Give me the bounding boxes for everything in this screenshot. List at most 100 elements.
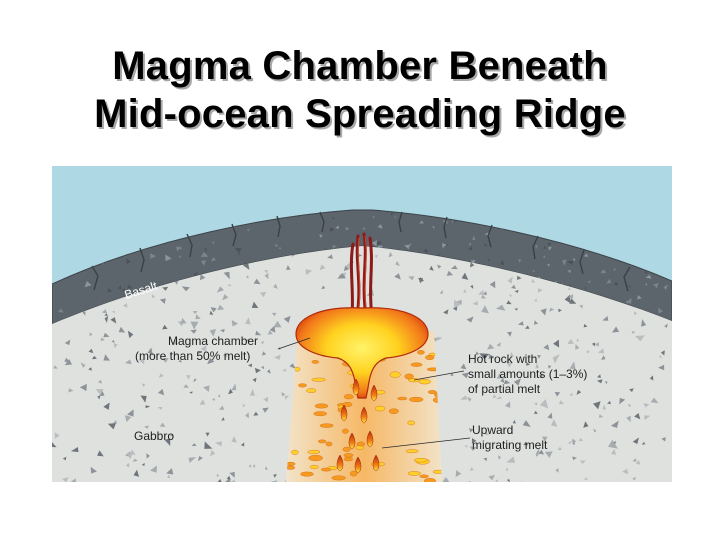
texture-fleck bbox=[221, 417, 225, 421]
texture-fleck bbox=[506, 300, 512, 305]
texture-fleck bbox=[218, 393, 221, 398]
texture-fleck bbox=[229, 471, 235, 478]
texture-fleck bbox=[162, 358, 169, 363]
leader-lines bbox=[277, 337, 471, 449]
partial-melt-blob bbox=[308, 454, 323, 462]
partial-melt-blob bbox=[404, 373, 414, 380]
label-gabbro: Gabbro bbox=[134, 429, 174, 443]
partial-melt-blob bbox=[343, 394, 354, 400]
partial-melt-blob bbox=[374, 405, 386, 412]
texture-fleck bbox=[261, 365, 264, 370]
texture-fleck bbox=[327, 254, 333, 259]
texture-fleck bbox=[514, 289, 519, 293]
texture-fleck bbox=[441, 243, 447, 249]
texture-fleck bbox=[345, 226, 350, 231]
texture-fleck bbox=[475, 351, 480, 356]
texture-fleck bbox=[466, 316, 474, 323]
texture-fleck bbox=[572, 456, 577, 461]
texture-fleck bbox=[598, 414, 604, 418]
texture-fleck bbox=[429, 265, 434, 271]
texture-fleck bbox=[613, 268, 616, 271]
texture-fleck bbox=[605, 381, 608, 385]
partial-melt-blob bbox=[397, 396, 408, 401]
texture-fleck bbox=[481, 294, 486, 299]
partial-melt-blob bbox=[425, 354, 435, 360]
texture-fleck bbox=[265, 466, 268, 470]
texture-fleck bbox=[162, 324, 168, 330]
texture-fleck bbox=[138, 358, 145, 365]
texture-fleck bbox=[224, 478, 232, 482]
texture-fleck bbox=[539, 374, 543, 379]
partial-melt-blob bbox=[313, 411, 327, 417]
texture-fleck bbox=[552, 354, 560, 364]
partial-melt-blob bbox=[356, 441, 365, 447]
partial-melt-blob bbox=[318, 439, 327, 444]
texture-fleck bbox=[569, 361, 576, 370]
texture-fleck bbox=[261, 341, 265, 345]
texture-fleck bbox=[52, 441, 57, 448]
texture-fleck bbox=[286, 265, 291, 270]
texture-fleck bbox=[113, 343, 118, 349]
texture-fleck bbox=[661, 437, 666, 442]
melt-droplet bbox=[336, 454, 344, 472]
texture-fleck bbox=[281, 392, 286, 397]
texture-fleck bbox=[141, 383, 146, 388]
texture-fleck bbox=[607, 400, 611, 405]
texture-fleck bbox=[275, 243, 279, 247]
texture-fleck bbox=[485, 432, 490, 436]
texture-fleck bbox=[467, 396, 472, 402]
texture-fleck bbox=[593, 401, 601, 410]
texture-fleck bbox=[319, 264, 326, 271]
texture-fleck bbox=[92, 355, 97, 360]
texture-fleck bbox=[663, 284, 668, 291]
texture-fleck bbox=[245, 412, 249, 419]
texture-fleck bbox=[261, 351, 266, 356]
partial-melt-blob bbox=[419, 474, 429, 478]
texture-fleck bbox=[567, 287, 571, 290]
texture-fleck bbox=[525, 362, 530, 366]
texture-fleck bbox=[133, 469, 140, 477]
texture-fleck bbox=[126, 258, 131, 265]
texture-fleck bbox=[228, 388, 233, 395]
texture-fleck bbox=[550, 419, 558, 427]
texture-fleck bbox=[132, 458, 138, 462]
texture-fleck bbox=[637, 295, 642, 300]
partial-melt-blob bbox=[342, 446, 351, 452]
texture-fleck bbox=[408, 276, 415, 281]
melt-droplet bbox=[348, 432, 356, 450]
texture-fleck bbox=[641, 441, 646, 445]
partial-melt-blob bbox=[418, 379, 431, 385]
texture-fleck bbox=[504, 401, 511, 408]
basalt-seams bbox=[91, 211, 631, 292]
texture-fleck bbox=[512, 419, 516, 424]
texture-fleck bbox=[284, 395, 290, 400]
melt-droplet bbox=[340, 404, 348, 422]
texture-fleck bbox=[209, 310, 214, 315]
texture-fleck bbox=[329, 227, 335, 233]
texture-fleck bbox=[216, 473, 220, 477]
texture-fleck bbox=[266, 369, 271, 374]
texture-fleck bbox=[645, 283, 648, 286]
texture-fleck bbox=[129, 449, 136, 455]
partial-melt-blob bbox=[343, 457, 353, 462]
texture-fleck bbox=[371, 240, 377, 247]
texture-fleck bbox=[500, 428, 504, 431]
texture-fleck bbox=[469, 467, 474, 471]
texture-fleck bbox=[190, 321, 199, 330]
texture-fleck bbox=[514, 308, 518, 311]
texture-fleck bbox=[595, 342, 599, 347]
texture-fleck bbox=[107, 423, 116, 430]
texture-fleck bbox=[602, 316, 609, 321]
leader-hot-rock bbox=[413, 370, 465, 381]
texture-fleck bbox=[534, 298, 538, 302]
texture-fleck bbox=[567, 338, 575, 344]
texture-fleck bbox=[625, 301, 629, 304]
texture-fleck bbox=[653, 282, 659, 289]
melt-droplet bbox=[372, 454, 380, 472]
texture-fleck bbox=[164, 438, 171, 446]
texture-fleck bbox=[606, 278, 612, 284]
texture-fleck bbox=[273, 320, 282, 328]
texture-fleck bbox=[89, 332, 93, 336]
texture-fleck bbox=[124, 359, 132, 365]
partial-melt-blob bbox=[309, 464, 319, 470]
